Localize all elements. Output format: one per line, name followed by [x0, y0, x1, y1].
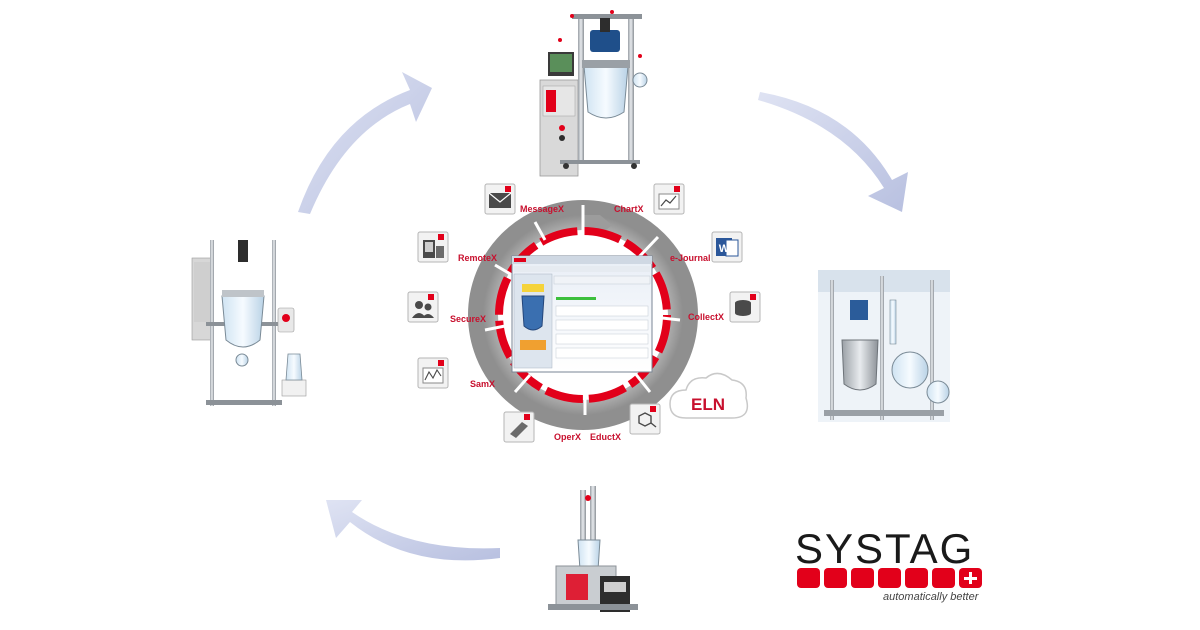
eln-cloud-icon: ELN: [669, 372, 749, 419]
chart-icon: [653, 183, 685, 215]
software-screenshot: [511, 255, 653, 373]
module-label-chartx: ChartX: [614, 204, 644, 214]
scanner-icon: [503, 411, 535, 443]
module-label-messagex: MessageX: [520, 204, 564, 214]
lab-reactor-station-top: [539, 10, 648, 177]
users-icon: [407, 291, 439, 323]
logo-wordmark: SYSTAG: [795, 525, 975, 572]
module-label-eductx: EductX: [590, 432, 621, 442]
glass-reactor-left: [191, 240, 307, 406]
database-icon: [729, 291, 761, 323]
module-label-samx: SamX: [470, 379, 495, 389]
systag-logo: SYSTAG automatically better: [795, 528, 995, 608]
software-module-ring: [468, 200, 698, 430]
logo-blocks: [797, 568, 982, 588]
svg-text:W: W: [719, 243, 730, 255]
arrow-top-right: [758, 92, 908, 212]
eln-label: ELN: [691, 395, 725, 414]
sample-chart-icon: [417, 357, 449, 389]
logo-block: [932, 568, 955, 588]
envelope-icon: [484, 183, 516, 215]
molecule-icon: [629, 403, 661, 435]
arrow-top-left: [298, 72, 432, 214]
logo-tagline: automatically better: [883, 591, 979, 603]
logo-block: [905, 568, 928, 588]
module-label-securex: SecureX: [450, 314, 486, 324]
swiss-cross-icon: [959, 568, 982, 588]
arrow-bottom-left: [326, 500, 500, 561]
word-document-icon: W: [711, 231, 743, 263]
logo-block: [824, 568, 847, 588]
remote-device-icon: [417, 231, 449, 263]
module-label-remotex: RemoteX: [458, 253, 497, 263]
logo-block: [878, 568, 901, 588]
benchtop-reactor-bottom: [548, 486, 638, 612]
pilot-plant-photo-right: [818, 270, 950, 422]
module-label-ejournal: e-Journal: [670, 253, 711, 263]
logo-block: [851, 568, 874, 588]
module-label-operx: OperX: [554, 432, 581, 442]
logo-block: [797, 568, 820, 588]
module-label-collectx: CollectX: [688, 312, 724, 322]
